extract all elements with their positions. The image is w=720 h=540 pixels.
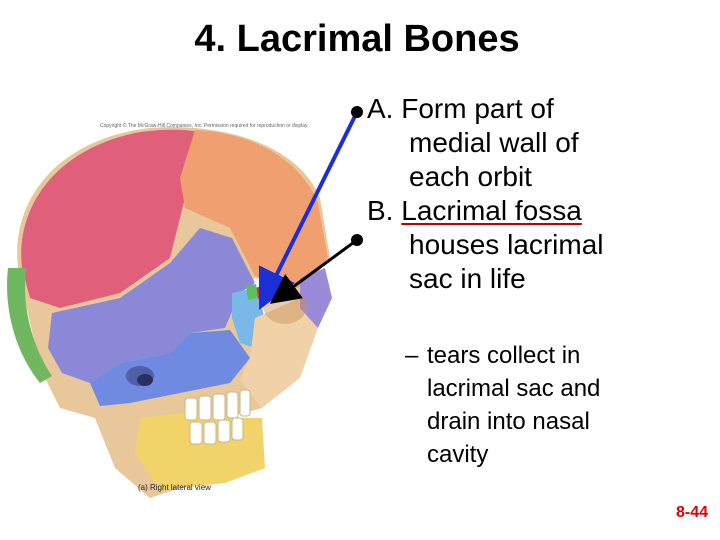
points-list: A. Form part of medial wall of each orbi… bbox=[367, 92, 712, 296]
point-a-line-3: each orbit bbox=[409, 161, 532, 192]
skull-illustration-icon bbox=[7, 127, 332, 498]
point-a-line-1: Form part of bbox=[401, 93, 554, 124]
point-b: B. Lacrimal fossa houses lacrimal sac in… bbox=[367, 194, 712, 296]
point-b-letter: B. bbox=[367, 195, 394, 226]
slide-title: 4. Lacrimal Bones bbox=[194, 18, 520, 60]
sub-point-line-1: tears collect in bbox=[427, 342, 581, 369]
sub-point-line-2: lacrimal sac and bbox=[427, 375, 601, 402]
sub-point: – tears collect in lacrimal sac and drai… bbox=[405, 339, 665, 471]
sub-point-dash: – bbox=[405, 342, 419, 369]
figure-caption: (a) Right lateral view bbox=[138, 483, 211, 492]
figure-copyright: Copyright © The McGraw-Hill Companies, I… bbox=[100, 123, 309, 129]
point-a-line-2: medial wall of bbox=[409, 127, 579, 158]
point-b-term: Lacrimal fossa bbox=[401, 195, 582, 226]
page-number: 8-44 bbox=[675, 504, 708, 521]
point-a: A. Form part of medial wall of each orbi… bbox=[367, 92, 712, 194]
point-a-letter: A. bbox=[367, 93, 394, 124]
point-b-line-1: houses lacrimal bbox=[409, 229, 604, 260]
bullet-a bbox=[351, 106, 363, 118]
point-b-line-2: sac in life bbox=[409, 263, 526, 294]
sub-point-line-3: drain into nasal bbox=[427, 408, 590, 435]
sub-point-line-4: cavity bbox=[427, 441, 489, 468]
